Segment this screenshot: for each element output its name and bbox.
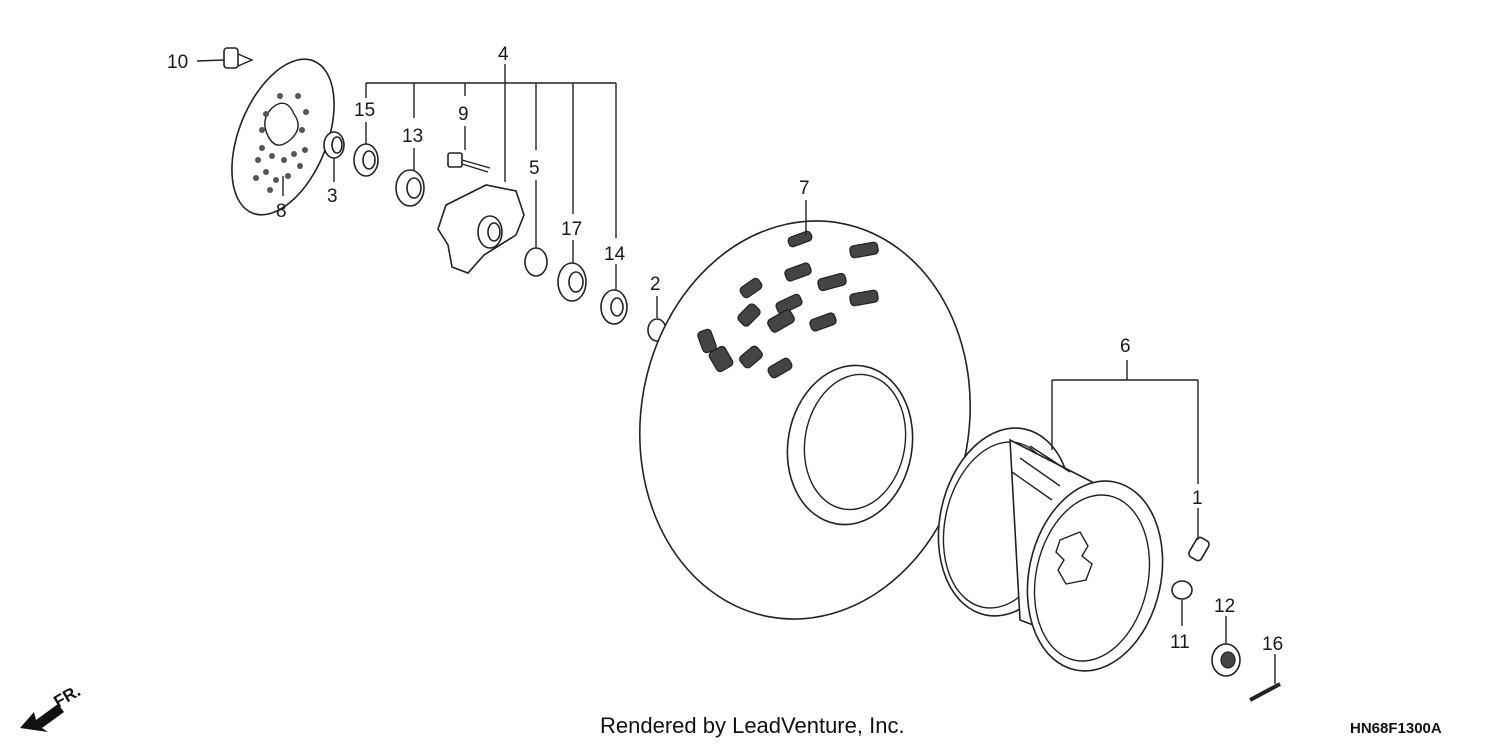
axle-nut xyxy=(1211,643,1241,677)
front-direction-arrow-icon: FR. xyxy=(20,681,84,732)
callout-7: 7 xyxy=(799,178,810,199)
bearing-left xyxy=(395,169,425,207)
callout-15: 15 xyxy=(354,100,375,121)
callout-5: 5 xyxy=(529,158,540,179)
cotter-pin xyxy=(1249,682,1281,702)
oil-seal-right xyxy=(600,289,628,325)
callout-10: 10 xyxy=(167,52,188,73)
disc-bolt xyxy=(196,47,254,69)
callout-9: 9 xyxy=(458,104,469,125)
hub-bolt xyxy=(447,152,491,173)
oil-seal xyxy=(353,143,379,177)
tire-valve xyxy=(1188,536,1210,562)
wheel-rim xyxy=(937,427,1164,672)
dust-seal xyxy=(323,131,345,159)
callout-6: 6 xyxy=(1120,336,1131,357)
leader-lines xyxy=(282,64,1276,684)
distance-collar xyxy=(524,247,548,277)
callout-labels: 10 8 3 15 13 9 4 5 17 14 2 7 6 1 12 11 1… xyxy=(167,44,1283,655)
render-credit: Rendered by LeadVenture, Inc. xyxy=(600,713,905,738)
callout-16: 16 xyxy=(1262,634,1283,655)
bearing-right xyxy=(557,262,587,302)
callout-12: 12 xyxy=(1214,596,1235,617)
callout-1: 1 xyxy=(1192,488,1203,509)
diagram-code: HN68F1300A xyxy=(1350,720,1442,737)
brake-disc xyxy=(231,58,335,216)
callout-3: 3 xyxy=(327,186,338,207)
callout-13: 13 xyxy=(402,126,423,147)
callout-2: 2 xyxy=(650,274,661,295)
tire xyxy=(638,220,972,620)
callout-11: 11 xyxy=(1170,632,1190,653)
wheel-nut xyxy=(1171,580,1193,600)
callout-8: 8 xyxy=(276,201,287,222)
callout-4: 4 xyxy=(498,44,509,65)
callout-17: 17 xyxy=(561,219,582,240)
callout-14: 14 xyxy=(604,244,626,265)
wheel-hub xyxy=(437,184,525,274)
